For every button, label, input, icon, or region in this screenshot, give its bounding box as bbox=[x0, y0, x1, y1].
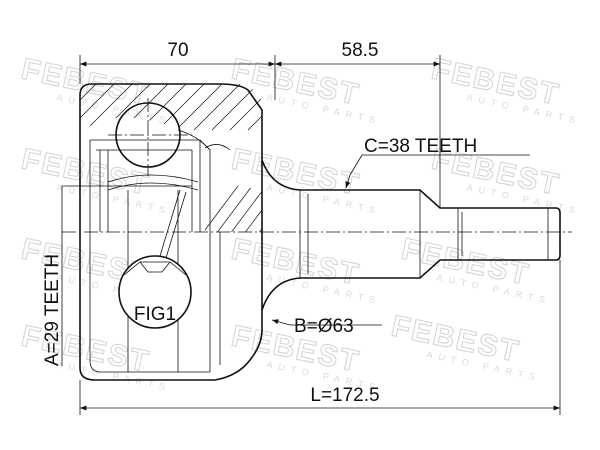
shaft-length-label: 58.5 bbox=[342, 40, 379, 61]
housing bbox=[79, 83, 263, 381]
stub-shaft bbox=[261, 159, 561, 311]
spline-a-callout: A=29 TEETH bbox=[42, 185, 192, 366]
spline-c-callout: C=38 TEETH bbox=[345, 136, 530, 189]
outer-diameter-label: B=Ø63 bbox=[294, 316, 354, 337]
spline-a-label: A=29 TEETH bbox=[42, 254, 63, 366]
outer-diameter-callout: B=Ø63 bbox=[271, 316, 382, 337]
spline-c-label: C=38 TEETH bbox=[364, 136, 477, 157]
dim-shaft-length: 58.5 bbox=[275, 40, 441, 208]
watermark-group: FEBEST AUTO PARTS FEBEST AUTO PARTS FEBE… bbox=[18, 52, 582, 393]
housing-hatch-top bbox=[80, 84, 262, 131]
dim-housing-length: 70 bbox=[79, 40, 276, 100]
housing-length-label: 70 bbox=[167, 40, 188, 61]
fig1-detail: FIG1 bbox=[118, 189, 192, 329]
fig1-label: FIG1 bbox=[134, 304, 176, 325]
total-length-label: L=172.5 bbox=[310, 385, 379, 406]
dim-total-length: L=172.5 bbox=[79, 260, 561, 415]
